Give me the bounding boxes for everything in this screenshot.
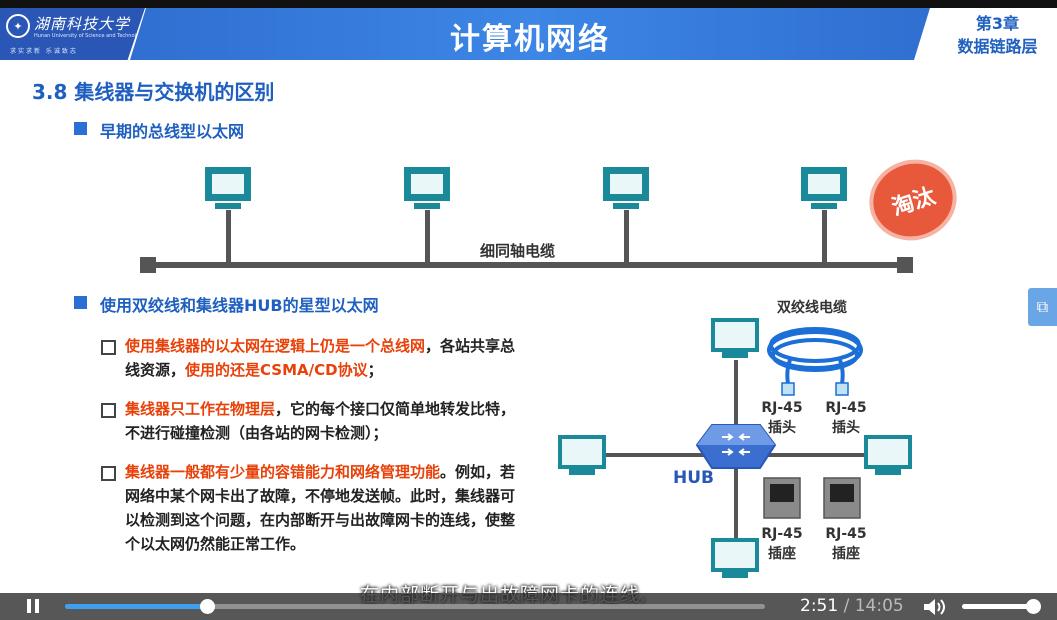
- chapter-label: 第3章 数据链路层: [940, 12, 1055, 58]
- hub-point-2-text: ，它的每个接口仅简单地转发比特，不进行碰撞检测（由各站的网卡检测）；: [125, 400, 516, 442]
- checkbox-icon: [101, 466, 116, 481]
- rj45-plug-type: 插头: [832, 420, 860, 436]
- school-logo-icon: ✦: [6, 14, 30, 38]
- progress-bar[interactable]: [65, 599, 765, 614]
- chapter-number: 第3章: [975, 14, 1020, 33]
- computer-icon: [711, 538, 759, 578]
- volume-fill: [962, 604, 1034, 609]
- bullet-square-icon: [74, 296, 87, 309]
- star-ethernet-heading: 使用双绞线和集线器HUB的星型以太网: [100, 296, 379, 315]
- computer-icon: [864, 435, 912, 475]
- side-panel-icon: ⧉: [1036, 297, 1049, 316]
- hub-point-1-highlight-2: 使用的还是CSMA/CD协议: [185, 361, 368, 379]
- school-name: 湖南科技大学: [34, 15, 131, 33]
- bus-drop-line: [624, 210, 629, 264]
- computer-icon: [558, 435, 606, 475]
- rj45-plug-name: RJ-45: [761, 400, 803, 416]
- coaxial-bus-cable: [148, 262, 904, 268]
- time-separator: /: [838, 596, 855, 616]
- rj45-plug-label: RJ-45 插头: [758, 398, 806, 438]
- computer-icon: [801, 167, 847, 211]
- bus-drop-line: [822, 210, 827, 264]
- computer-icon: [404, 167, 450, 211]
- hub-point-2-highlight: 集线器只工作在物理层: [125, 400, 276, 418]
- bus-terminator-left: [140, 257, 156, 273]
- coaxial-cable-label: 细同轴电缆: [480, 242, 556, 260]
- school-motto: 求实求新 乐诚致志: [10, 48, 78, 55]
- rj45-jack-icon: [763, 477, 861, 519]
- rj45-plug-label: RJ-45 插头: [822, 398, 870, 438]
- hub-point-1: 使用集线器的以太网在逻辑上仍是一个总线网，各站共享总线资源，使用的还是CSMA/…: [125, 334, 525, 382]
- computer-icon: [205, 167, 251, 211]
- time-display: 2:51 / 14:05: [800, 596, 904, 616]
- checkbox-icon: [101, 340, 116, 355]
- rj45-jack-type: 插座: [832, 546, 860, 562]
- slide-header: ✦ 湖南科技大学 Hunan University of Science and…: [0, 8, 1057, 60]
- computer-icon: [603, 167, 649, 211]
- top-bar: [0, 0, 1057, 8]
- volume-slider[interactable]: [962, 599, 1042, 614]
- progress-fill: [65, 604, 207, 609]
- chapter-name: 数据链路层: [957, 37, 1038, 56]
- volume-handle[interactable]: [1026, 599, 1042, 614]
- rj45-plug-name: RJ-45: [825, 400, 867, 416]
- video-controls: 2:51 / 14:05: [0, 593, 1057, 620]
- twisted-pair-cable-icon: [767, 327, 863, 385]
- hub-label: HUB: [673, 468, 714, 488]
- rj45-plug-icon: [781, 382, 849, 396]
- hub-point-1-text-2: ；: [367, 361, 383, 379]
- bus-drop-line: [226, 210, 231, 264]
- hub-icon: [695, 424, 777, 469]
- section-title: 3.8 集线器与交换机的区别: [32, 80, 275, 104]
- progress-handle[interactable]: [199, 599, 215, 614]
- school-english-name: Hunan University of Science and Technolo…: [34, 33, 146, 39]
- bullet-square-icon: [74, 122, 87, 135]
- bus-terminator-right: [897, 257, 913, 273]
- hub-point-3: 集线器一般都有少量的容错能力和网络管理功能。例如，若网络中某个网卡出了故障，不停…: [125, 460, 525, 556]
- hub-point-3-text: 。例如，若网络中某个网卡出了故障，不停地发送帧。此时，集线器可以检测到这个问题，…: [125, 463, 516, 553]
- rj45-jack-name: RJ-45: [825, 526, 867, 542]
- rj45-jack-name: RJ-45: [761, 526, 803, 542]
- pause-icon: [35, 599, 39, 613]
- pause-icon: [27, 599, 31, 613]
- bus-ethernet-heading: 早期的总线型以太网: [100, 122, 245, 141]
- rj45-jack-label: RJ-45 插座: [758, 524, 806, 564]
- pause-button[interactable]: [24, 597, 42, 615]
- current-time: 2:51: [800, 596, 839, 616]
- course-banner: [130, 8, 930, 60]
- twisted-pair-label: 双绞线电缆: [777, 300, 847, 316]
- duration: 14:05: [854, 596, 904, 616]
- school-banner: ✦ 湖南科技大学 Hunan University of Science and…: [0, 8, 145, 60]
- volume-icon[interactable]: [922, 597, 946, 617]
- hub-point-1-text: ，各站共享总线资源，: [125, 337, 516, 379]
- rj45-jack-type: 插座: [768, 546, 796, 562]
- hub-point-3-highlight: 集线器一般都有少量的容错能力和网络管理功能: [125, 463, 441, 481]
- hub-point-1-highlight: 使用集线器的以太网在逻辑上仍是一个总线网: [125, 337, 426, 355]
- bus-drop-line: [425, 210, 430, 264]
- checkbox-icon: [101, 403, 116, 418]
- course-title: 计算机网络: [450, 22, 610, 57]
- rj45-plug-type: 插头: [768, 420, 796, 436]
- rj45-jack-label: RJ-45 插座: [822, 524, 870, 564]
- hub-point-2: 集线器只工作在物理层，它的每个接口仅简单地转发比特，不进行碰撞检测（由各站的网卡…: [125, 397, 525, 445]
- side-panel-button[interactable]: ⧉: [1028, 288, 1057, 326]
- computer-icon: [711, 318, 759, 358]
